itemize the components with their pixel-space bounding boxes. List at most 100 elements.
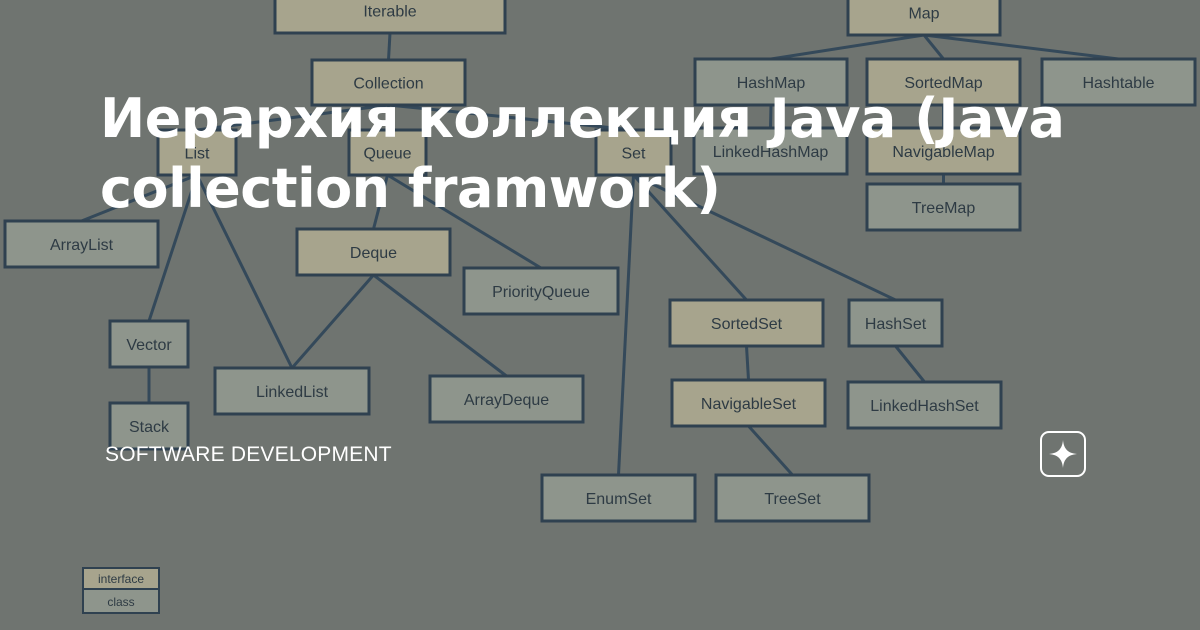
node-stack: Stack bbox=[108, 401, 190, 451]
legend-interface-label: interface bbox=[98, 572, 144, 586]
node-box-vector bbox=[108, 319, 190, 369]
star-sparkle-icon bbox=[1040, 431, 1086, 477]
node-label-set: Set bbox=[621, 146, 646, 163]
node-box-hashmap bbox=[693, 57, 849, 107]
node-label-stack: Stack bbox=[129, 419, 170, 436]
edge-deque-linkedlist bbox=[290, 274, 375, 369]
node-hashmap: HashMap bbox=[693, 57, 849, 107]
node-box-arraylist bbox=[3, 219, 160, 269]
node-enumset: EnumSet bbox=[540, 473, 697, 523]
node-label-collection: Collection bbox=[353, 76, 423, 93]
node-collection: Collection bbox=[310, 58, 467, 107]
edge-hashmap-linkedhashmap bbox=[769, 104, 773, 129]
node-label-hashset: HashSet bbox=[865, 316, 927, 333]
edge-iterable-collection bbox=[387, 32, 392, 61]
node-linkedhashset: LinkedHashSet bbox=[846, 380, 1003, 430]
node-box-navigableset bbox=[670, 378, 827, 428]
node-label-queue: Queue bbox=[363, 146, 411, 163]
node-box-priorityqueue bbox=[462, 266, 620, 316]
node-box-linkedhashset bbox=[846, 380, 1003, 430]
edge-sortedset-navigableset bbox=[745, 345, 750, 381]
node-treeset: TreeSet bbox=[714, 473, 871, 523]
node-box-treemap bbox=[865, 182, 1022, 232]
node-vector: Vector bbox=[108, 319, 190, 369]
node-box-sortedset bbox=[668, 298, 825, 348]
node-sortedmap: SortedMap bbox=[865, 57, 1022, 107]
node-box-queue bbox=[347, 128, 428, 177]
node-label-hashtable: Hashtable bbox=[1082, 75, 1154, 92]
node-label-sortedmap: SortedMap bbox=[904, 75, 982, 92]
article-title[interactable]: Иерархия коллекция Java (Java collection… bbox=[100, 87, 1065, 220]
edge-set-sortedset bbox=[632, 173, 748, 302]
node-label-arraydeque: ArrayDeque bbox=[464, 392, 549, 409]
node-iterable: Iterable bbox=[273, 0, 507, 35]
node-arraydeque: ArrayDeque bbox=[428, 374, 585, 424]
node-label-treeset: TreeSet bbox=[764, 491, 821, 508]
edge-map-sortedmap bbox=[922, 34, 945, 60]
edge-collection-queue bbox=[386, 104, 390, 131]
node-label-deque: Deque bbox=[350, 245, 397, 262]
diagram-edges bbox=[80, 32, 1119, 477]
node-box-hashtable bbox=[1040, 57, 1197, 107]
legend-class-label: class bbox=[107, 595, 134, 609]
node-box-stack bbox=[108, 401, 190, 451]
node-label-priorityqueue: PriorityQueue bbox=[492, 284, 590, 301]
node-label-map: Map bbox=[908, 6, 939, 23]
edge-list-vector bbox=[147, 174, 199, 322]
node-label-hashmap: HashMap bbox=[737, 75, 806, 92]
node-label-vector: Vector bbox=[126, 337, 172, 354]
node-list: List bbox=[156, 128, 238, 177]
node-label-enumset: EnumSet bbox=[586, 491, 652, 508]
node-box-set bbox=[594, 128, 673, 177]
node-navigableset: NavigableSet bbox=[670, 378, 827, 428]
node-box-enumset bbox=[540, 473, 697, 523]
node-hashtable: Hashtable bbox=[1040, 57, 1197, 107]
node-box-treeset bbox=[714, 473, 871, 523]
node-label-treemap: TreeMap bbox=[912, 200, 976, 217]
sparkle-glyph bbox=[1049, 440, 1077, 468]
node-box-deque bbox=[295, 227, 452, 277]
edge-navigableset-treeset bbox=[747, 424, 794, 477]
node-box-hashset bbox=[847, 298, 944, 348]
node-set: Set bbox=[594, 128, 673, 177]
node-label-sortedset: SortedSet bbox=[711, 316, 783, 333]
node-sortedset: SortedSet bbox=[668, 298, 825, 348]
node-box-list bbox=[156, 128, 238, 177]
node-label-linkedhashset: LinkedHashSet bbox=[870, 398, 979, 415]
node-map: Map bbox=[846, 0, 1002, 37]
node-box-linkedhashmap bbox=[692, 126, 849, 176]
edge-list-linkedlist bbox=[195, 174, 294, 369]
node-box-navigablemap bbox=[865, 126, 1022, 176]
node-label-iterable: Iterable bbox=[363, 4, 416, 21]
node-label-linkedlist: LinkedList bbox=[256, 384, 329, 401]
node-label-navigablemap: NavigableMap bbox=[892, 144, 994, 161]
node-label-arraylist: ArrayList bbox=[50, 237, 114, 254]
edge-deque-arraydeque bbox=[372, 273, 508, 378]
node-priorityqueue: PriorityQueue bbox=[462, 266, 620, 316]
node-label-linkedhashmap: LinkedHashMap bbox=[713, 144, 829, 161]
node-queue: Queue bbox=[347, 128, 428, 177]
edge-map-hashtable bbox=[923, 33, 1119, 61]
node-box-map bbox=[846, 0, 1002, 37]
edge-set-hashset bbox=[632, 173, 897, 302]
edge-map-hashmap bbox=[770, 33, 925, 61]
node-linkedhashmap: LinkedHashMap bbox=[692, 126, 849, 176]
category-label[interactable]: SOFTWARE DEVELOPMENT bbox=[105, 443, 392, 466]
diagram-legend: interface class bbox=[82, 567, 160, 614]
node-box-sortedmap bbox=[865, 57, 1022, 107]
node-hashset: HashSet bbox=[847, 298, 944, 348]
node-box-iterable bbox=[273, 0, 507, 35]
node-label-navigableset: NavigableSet bbox=[701, 396, 797, 413]
node-deque: Deque bbox=[295, 227, 452, 277]
node-linkedlist: LinkedList bbox=[213, 366, 371, 416]
node-box-collection bbox=[310, 58, 467, 107]
edge-list-arraylist bbox=[80, 173, 198, 223]
edge-queue-priorityqueue bbox=[386, 173, 542, 270]
edge-queue-deque bbox=[372, 174, 389, 230]
node-navigablemap: NavigableMap bbox=[865, 126, 1022, 176]
legend-class-swatch bbox=[82, 588, 160, 614]
node-arraylist: ArrayList bbox=[3, 219, 160, 269]
edge-set-enumset bbox=[617, 174, 635, 476]
edge-collection-set bbox=[388, 103, 634, 132]
